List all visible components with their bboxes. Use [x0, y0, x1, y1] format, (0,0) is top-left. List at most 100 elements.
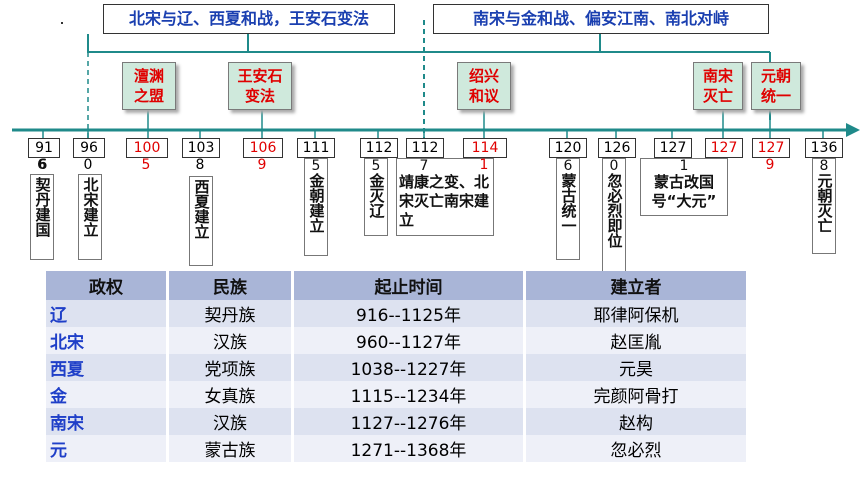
year-tick: 96: [73, 138, 105, 158]
label-jin-destroys-liao: 5 金灭辽: [364, 158, 388, 236]
event-line: 王安石: [237, 67, 283, 85]
era-bracket-left: [87, 34, 424, 53]
cell-founder: 赵匡胤: [524, 327, 749, 354]
label-text: 蒙古统一: [559, 173, 578, 233]
year-tick: 114: [463, 138, 507, 158]
cell-founder: 耶律阿保机: [524, 300, 749, 327]
label-text: 靖康之变、北宋灭亡南宋建立: [399, 173, 490, 229]
event-line: 统一: [760, 87, 791, 105]
cell-regime: 元: [46, 435, 169, 462]
year-tick: 103: [182, 138, 220, 158]
year-tick: 127: [705, 138, 743, 158]
cell-founder: 赵构: [524, 408, 749, 435]
cell-regime: 辽: [46, 300, 169, 327]
timeline-arrow: [846, 123, 860, 137]
cell-founder: 完颜阿骨打: [524, 381, 749, 408]
year-tick: 100: [126, 138, 168, 158]
table-row: 辽 契丹族 916--1125年 耶律阿保机: [46, 300, 749, 327]
cell-founder: 元昊: [524, 354, 749, 381]
event-line: 南宋: [702, 67, 733, 85]
year-tick: 91: [28, 138, 60, 158]
year-tick: 112: [406, 138, 444, 158]
event-songend: 南宋灭亡: [693, 62, 743, 110]
year-tick-digit: 1: [479, 157, 489, 173]
cell-period: 1038--1227年: [292, 354, 526, 381]
decorative-dot: [61, 22, 63, 24]
year-tick-digit: 5: [311, 158, 321, 174]
event-wanganshi: 王安石变法: [228, 62, 292, 110]
year-tick-digit: 6: [38, 157, 48, 173]
header-founder: 建立者: [524, 271, 749, 300]
cell-period: 1127--1276年: [292, 408, 526, 435]
cell-ethnic: 女真族: [167, 381, 294, 408]
cell-founder: 忽必烈: [524, 435, 749, 462]
label-mongol-unify: 6 蒙古统一: [556, 158, 580, 260]
label-liao-founded: 6 契丹建国: [30, 158, 54, 260]
event-line: 绍兴: [468, 67, 499, 85]
label-text: 元朝灭亡: [815, 173, 834, 233]
year-tick-digit: 1: [679, 158, 689, 174]
year-tick: 106: [243, 138, 283, 158]
table-row: 南宋 汉族 1127--1276年 赵构: [46, 408, 749, 435]
year-tick: 127: [654, 138, 692, 158]
label-jingkang: 7 靖康之变、北宋灭亡南宋建立: [396, 158, 494, 236]
event-shaoxing: 绍兴和议: [457, 62, 511, 110]
event-line: 和议: [468, 87, 499, 105]
cell-regime: 南宋: [46, 408, 169, 435]
label-text: 北宋建立: [81, 177, 100, 237]
table-row: 北宋 汉族 960--1127年 赵匡胤: [46, 327, 749, 354]
cell-period: 916--1125年: [292, 300, 526, 327]
cell-regime: 西夏: [46, 354, 169, 381]
year-tick-digit: 8: [195, 157, 205, 173]
label-text: 金灭辽: [367, 173, 386, 218]
year-tick-digit: 9: [765, 157, 775, 173]
era-northern-song: 北宋与辽、西夏和战，王安石变法: [103, 4, 395, 34]
year-tick: 112: [360, 138, 398, 158]
cell-ethnic: 契丹族: [167, 300, 294, 327]
year-tick-digit: 7: [419, 158, 429, 174]
event-yuanunify: 元朝统一: [751, 62, 801, 110]
year-tick: 127: [752, 138, 790, 158]
year-tick: 136: [805, 138, 843, 158]
header-regime: 政权: [46, 271, 169, 300]
header-ethnic: 民族: [167, 271, 294, 300]
cell-ethnic: 汉族: [167, 327, 294, 354]
cell-period: 1115--1234年: [292, 381, 526, 408]
year-tick: 111: [297, 138, 335, 158]
cell-ethnic: 汉族: [167, 408, 294, 435]
year-tick-digit: 8: [819, 158, 829, 174]
regime-table: 政权 民族 起止时间 建立者 辽 契丹族 916--1125年 耶律阿保机 北宋…: [46, 271, 749, 462]
label-song-founded: 北宋建立: [78, 174, 102, 260]
label-text: 金朝建立: [307, 173, 326, 233]
cell-ethnic: 党项族: [167, 354, 294, 381]
header-period: 起止时间: [292, 271, 526, 300]
year-tick: 126: [598, 138, 636, 158]
event-line: 变法: [244, 87, 275, 105]
cell-period: 1271--1368年: [292, 435, 526, 462]
year-tick-digit: 0: [609, 158, 619, 174]
label-jin-founded: 5 金朝建立: [304, 158, 328, 256]
event-line: 灭亡: [702, 87, 733, 105]
label-dayuan: 1 蒙古改国号“大元”: [640, 158, 728, 216]
cell-period: 960--1127年: [292, 327, 526, 354]
label-text: 西夏建立: [192, 179, 211, 239]
event-line: 澶渊: [133, 67, 164, 85]
label-yuan-end: 8 元朝灭亡: [812, 158, 836, 254]
year-tick-digit: 0: [83, 157, 93, 173]
table-row: 元 蒙古族 1271--1368年 忽必烈: [46, 435, 749, 462]
era-southern-song: 南宋与金和战、偏安江南、南北对峙: [433, 4, 769, 34]
label-text: 忽必烈即位: [605, 173, 624, 248]
event-chanyuan: 澶渊之盟: [122, 62, 176, 110]
year-tick-digit: 6: [563, 158, 573, 174]
label-xixia-founded: 西夏建立: [189, 176, 213, 266]
cell-ethnic: 蒙古族: [167, 435, 294, 462]
label-text: 契丹建国: [33, 177, 52, 237]
year-tick: 120: [549, 138, 587, 158]
event-line: 之盟: [133, 87, 164, 105]
year-tick-digit: 5: [371, 158, 381, 174]
cell-regime: 北宋: [46, 327, 169, 354]
label-text: 蒙古改国号“大元”: [651, 173, 717, 210]
year-tick-digit: 9: [257, 157, 267, 173]
cell-regime: 金: [46, 381, 169, 408]
